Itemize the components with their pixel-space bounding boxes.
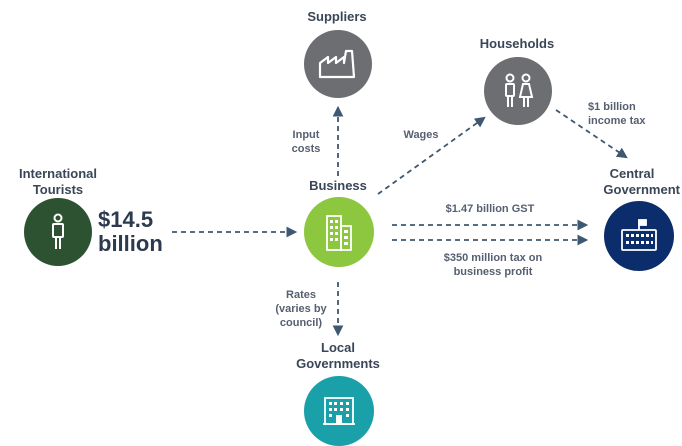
business-node bbox=[304, 197, 374, 267]
rates-line3: council) bbox=[279, 316, 323, 329]
tourists-title-line2: Tourists bbox=[32, 181, 84, 197]
input-costs-line1: Input bbox=[292, 129, 320, 141]
rates-line1: Rates bbox=[286, 289, 316, 301]
local-government-node bbox=[304, 376, 374, 446]
central-government-node bbox=[604, 201, 674, 271]
tourist-spend-amount: $14.5 billion bbox=[98, 208, 163, 256]
wages-label: Wages bbox=[403, 129, 439, 141]
income-tax-line2: income tax bbox=[588, 114, 646, 127]
income-tax-label: $1 billion income tax bbox=[588, 101, 678, 129]
people-icon bbox=[505, 73, 534, 107]
gst-label: $1.47 billion GST bbox=[445, 203, 535, 215]
profit-tax-line1: $350 million tax on bbox=[443, 252, 543, 264]
local-title-line1: Local bbox=[321, 340, 355, 355]
rates-line2: (varies by bbox=[275, 302, 327, 315]
input-costs-label: Input costs bbox=[284, 129, 328, 157]
suppliers-title: Suppliers bbox=[307, 9, 367, 24]
office-building-icon bbox=[326, 215, 352, 251]
income-tax-line1: $1 billion bbox=[588, 101, 636, 113]
input-costs-line2: costs bbox=[291, 142, 321, 155]
amount-line2: billion bbox=[98, 231, 163, 256]
tourists-node bbox=[24, 198, 92, 266]
central-title: Central Government bbox=[580, 166, 680, 197]
profit-tax-label: $350 million tax on business profit bbox=[418, 252, 568, 280]
arrow-business-to-households bbox=[377, 116, 486, 195]
local-title-line2: Governments bbox=[296, 355, 380, 371]
central-title-line2: Government bbox=[603, 181, 680, 197]
factory-icon bbox=[318, 49, 356, 79]
government-building-icon bbox=[621, 219, 657, 251]
amount-line1: $14.5 bbox=[98, 207, 154, 232]
tourists-title-line1: International bbox=[18, 166, 97, 181]
tourists-title: International Tourists bbox=[3, 166, 113, 197]
business-title: Business bbox=[309, 178, 367, 193]
council-building-icon bbox=[323, 397, 355, 425]
local-title: Local Governments bbox=[283, 340, 393, 371]
person-icon bbox=[52, 213, 64, 249]
households-title: Households bbox=[479, 36, 555, 51]
suppliers-node bbox=[304, 30, 372, 98]
rates-label: Rates (varies by council) bbox=[266, 289, 336, 330]
central-title-line1: Central bbox=[609, 166, 655, 181]
households-node bbox=[484, 57, 552, 125]
profit-tax-line2: business profit bbox=[453, 265, 533, 278]
